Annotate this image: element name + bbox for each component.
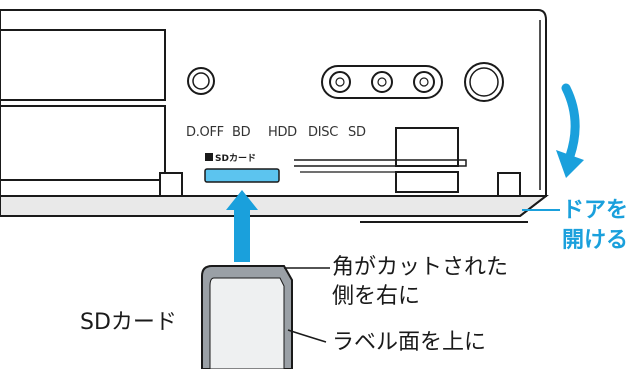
card-name-label: SDカード xyxy=(80,310,177,335)
transport-button-3 xyxy=(413,71,435,93)
panel-label-hdd: HDD xyxy=(268,125,297,140)
door-callout-line2: 開ける xyxy=(562,228,629,253)
panel-label-bd: BD xyxy=(232,125,251,140)
label-face-callout: ラベル面を上に xyxy=(332,330,487,355)
panel-label-sd: SD xyxy=(348,125,366,140)
insert-arrow xyxy=(226,190,258,262)
right-tab xyxy=(497,172,521,197)
door-open-arrow-curve xyxy=(561,83,580,161)
panel-label-disc: DISC xyxy=(308,125,338,140)
door-callout-line1: ドアを xyxy=(562,198,629,223)
corner-callout-line1: 角がカットされた xyxy=(332,255,509,280)
power-button xyxy=(192,72,210,90)
front-door-edge xyxy=(0,195,549,217)
transport-button-1 xyxy=(329,71,351,93)
device-front-panel xyxy=(0,9,547,197)
transport-dot-1 xyxy=(335,77,345,87)
disc-tray-lower xyxy=(0,105,166,181)
transport-button-2 xyxy=(371,71,393,93)
sd-slot-label: SDカード xyxy=(215,154,256,164)
sd-card-slot xyxy=(204,168,280,183)
sd-door-lower xyxy=(395,171,459,193)
corner-callout-line2: 側を右に xyxy=(332,284,421,309)
sd-card-inner-face xyxy=(209,277,285,369)
door-open-arrow-head xyxy=(556,150,584,178)
panel-label-doff: D.OFF xyxy=(186,125,224,140)
transport-dot-2 xyxy=(377,77,387,87)
eject-button xyxy=(469,67,499,97)
door-hinge-line xyxy=(360,195,547,217)
disc-slot-line xyxy=(294,159,467,167)
transport-dot-3 xyxy=(419,77,429,87)
disc-tray-upper xyxy=(0,29,166,101)
left-tab xyxy=(159,172,183,197)
slot-label-square xyxy=(205,153,213,161)
label-leader-line xyxy=(287,329,327,343)
